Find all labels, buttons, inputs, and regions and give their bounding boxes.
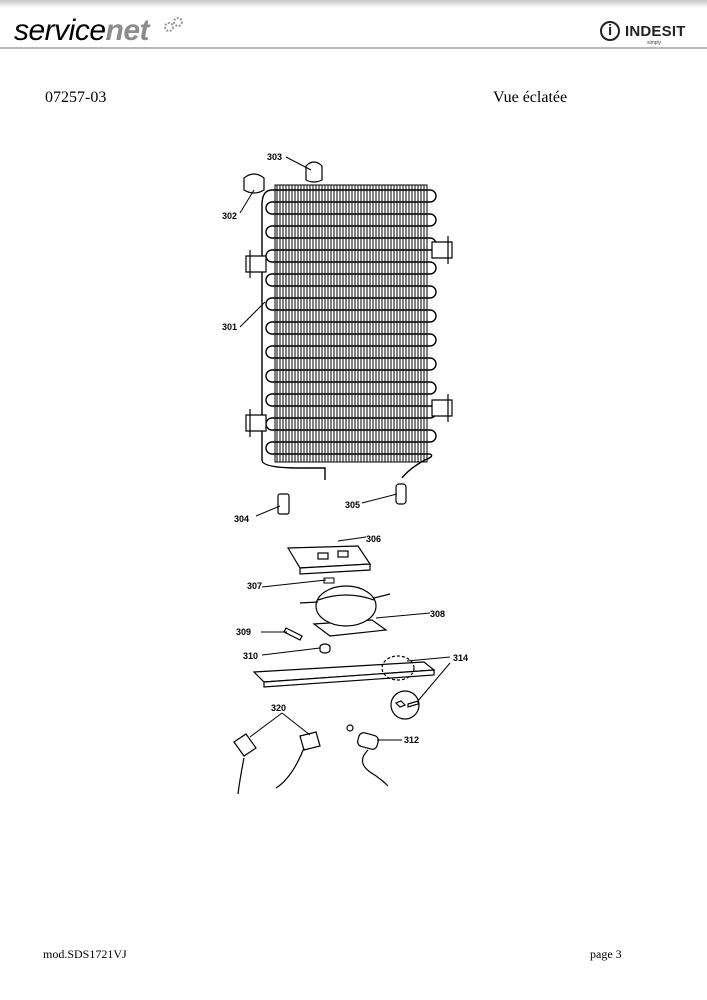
drip-tray-306 [286,545,372,575]
label-308: 308 [430,609,445,619]
label-306: 306 [366,534,381,544]
header-divider [0,47,707,49]
label-303: 303 [267,152,282,162]
grommet-310 [319,643,331,654]
condenser-301 [245,184,453,480]
label-312: 312 [404,735,419,745]
brand-part2: net [105,14,150,47]
footer-page-number: page 3 [590,947,622,961]
label-314: 314 [453,653,468,663]
page-title: Vue éclatée [493,89,568,106]
document-id: 07257-03 [45,89,107,106]
servicenet-logo: servicenet [14,14,150,48]
power-cord-320 [233,731,321,795]
support-rail-314 [252,655,436,720]
indesit-ring-icon: i [600,21,620,41]
cap-303 [305,161,323,183]
footer-model: mod.SDS1721VJ [43,947,127,961]
label-307: 307 [247,581,262,591]
filter-304 [277,493,290,515]
dryer-305 [395,483,407,505]
label-304: 304 [234,514,249,524]
compressor-308 [299,585,391,637]
header-top-bar [0,0,707,8]
clip-309 [283,627,303,641]
gear-icon [164,17,183,32]
label-301: 301 [222,322,237,332]
label-320: 320 [271,703,286,713]
cap-302 [243,173,265,194]
logo-text: INDESIT [625,23,686,40]
logo-tagline: simply [647,40,662,46]
brand-part1: service [14,14,106,47]
indesit-logo: i INDESIT simply [600,21,700,47]
label-305: 305 [345,500,360,510]
capacitor-312 [346,724,389,787]
label-302: 302 [222,211,237,221]
label-310: 310 [243,651,258,661]
label-309: 309 [236,627,251,637]
